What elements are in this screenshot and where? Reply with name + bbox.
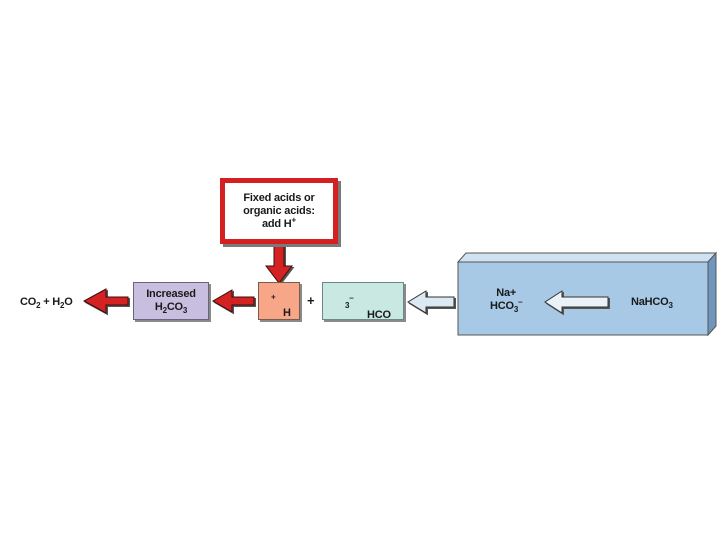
carbonic-acid-h-sub: 2 [162,306,167,316]
acid-source-label: Fixed acids or organic acids: add H+ [243,192,315,231]
bicarbonate-box: HCO 3– [322,282,404,321]
hydrogen-ion-label: H+ [271,292,291,319]
carbonic-acid-h: H [154,301,163,313]
product-h: H [52,296,61,308]
reserve-bicarbonate-sub: 3 [513,305,519,315]
arrow-acid-to-h [264,243,294,284]
product-plus: + [40,296,53,308]
bicarbonate-base: HCO [367,309,391,321]
acid-line-3: add H [261,217,292,230]
sodium-ion: Na+ [496,287,517,299]
bicarbonate-charge: – [349,293,354,303]
sodium-bicarbonate-sub: 3 [668,301,673,311]
product-o: O [64,296,73,308]
sodium-bicarbonate-label: NaHCO3 [631,296,673,311]
product-h-sub: 2 [60,301,65,311]
acid-line-3-charge: + [291,214,297,224]
product-label: CO2 + H2O [20,296,73,311]
carbonic-acid-line-1: Increased [146,288,196,300]
hydrogen-charge: + [271,292,276,302]
arrow-reserve-to-bicarbonate [407,290,455,314]
product-co-sub: 2 [36,301,41,311]
reserve-bicarbonate-base: HCO [490,300,514,312]
carbonic-acid-box: Increased H2CO3 [133,282,209,320]
acid-line-1: Fixed acids or [243,191,315,204]
arrow-nahco3-dissociation [544,290,609,314]
carbonic-acid-co: CO [166,301,183,313]
hydrogen-symbol: H [283,307,291,319]
bicarbonate-subscript: 3 [345,301,350,311]
plus-sign: + [307,293,315,308]
carbonic-acid-co-sub: 3 [182,306,188,316]
sodium-bicarbonate-base: NaHCO [631,296,669,308]
reserve-bicarbonate-charge: – [518,297,523,307]
arrow-carbonic-acid-to-product [82,288,129,314]
product-co: CO [20,296,37,308]
dissociated-ions-label: Na+ HCO3– [490,287,523,315]
arrow-h-to-carbonic-acid [212,289,255,313]
acid-source-box: Fixed acids or organic acids: add H+ [220,178,338,244]
carbonic-acid-label: Increased H2CO3 [146,288,196,316]
bicarbonate-label: HCO 3– [345,293,391,321]
hydrogen-ion-box: H+ [258,282,300,320]
acid-line-2: organic acids: [243,204,315,217]
